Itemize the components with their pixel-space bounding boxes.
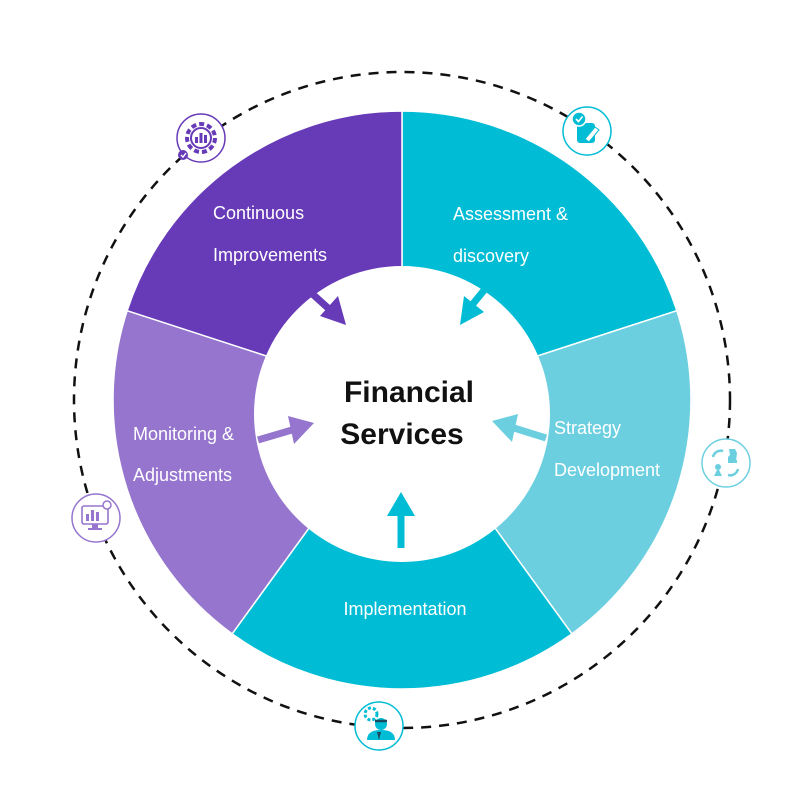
arrow-monitoring — [257, 416, 314, 444]
label-monitoring-line2: Adjustments — [133, 465, 232, 485]
label-continuous-line1: Continuous — [213, 203, 304, 223]
label-assessment-line2: discovery — [453, 246, 529, 266]
label-implementation-line1: Implementation — [343, 599, 466, 619]
label-monitoring-line1: Monitoring & — [133, 424, 234, 444]
arrow-implementation — [387, 492, 415, 548]
arrow-assessment — [460, 280, 493, 325]
monitor-analytics-icon — [71, 493, 121, 543]
gear-chart-icon — [176, 113, 226, 163]
label-continuous-line2: Improvements — [213, 245, 327, 265]
arrow-strategy — [492, 414, 548, 442]
label-strategy-line2: Development — [554, 460, 660, 480]
center-title-line2: Services — [340, 418, 463, 451]
engineer-gear-icon — [354, 701, 404, 751]
arrow-continuous — [305, 287, 346, 325]
checklist-edit-icon — [562, 106, 612, 156]
center-title-line1: Financial — [344, 376, 474, 409]
cycle-segments — [112, 110, 692, 690]
dashed-orbit-ring — [72, 70, 732, 730]
label-assessment-line1: Assessment & — [453, 204, 568, 224]
chess-strategy-icon — [701, 438, 751, 488]
center-circle — [254, 266, 550, 562]
label-strategy-line1: Strategy — [554, 418, 621, 438]
